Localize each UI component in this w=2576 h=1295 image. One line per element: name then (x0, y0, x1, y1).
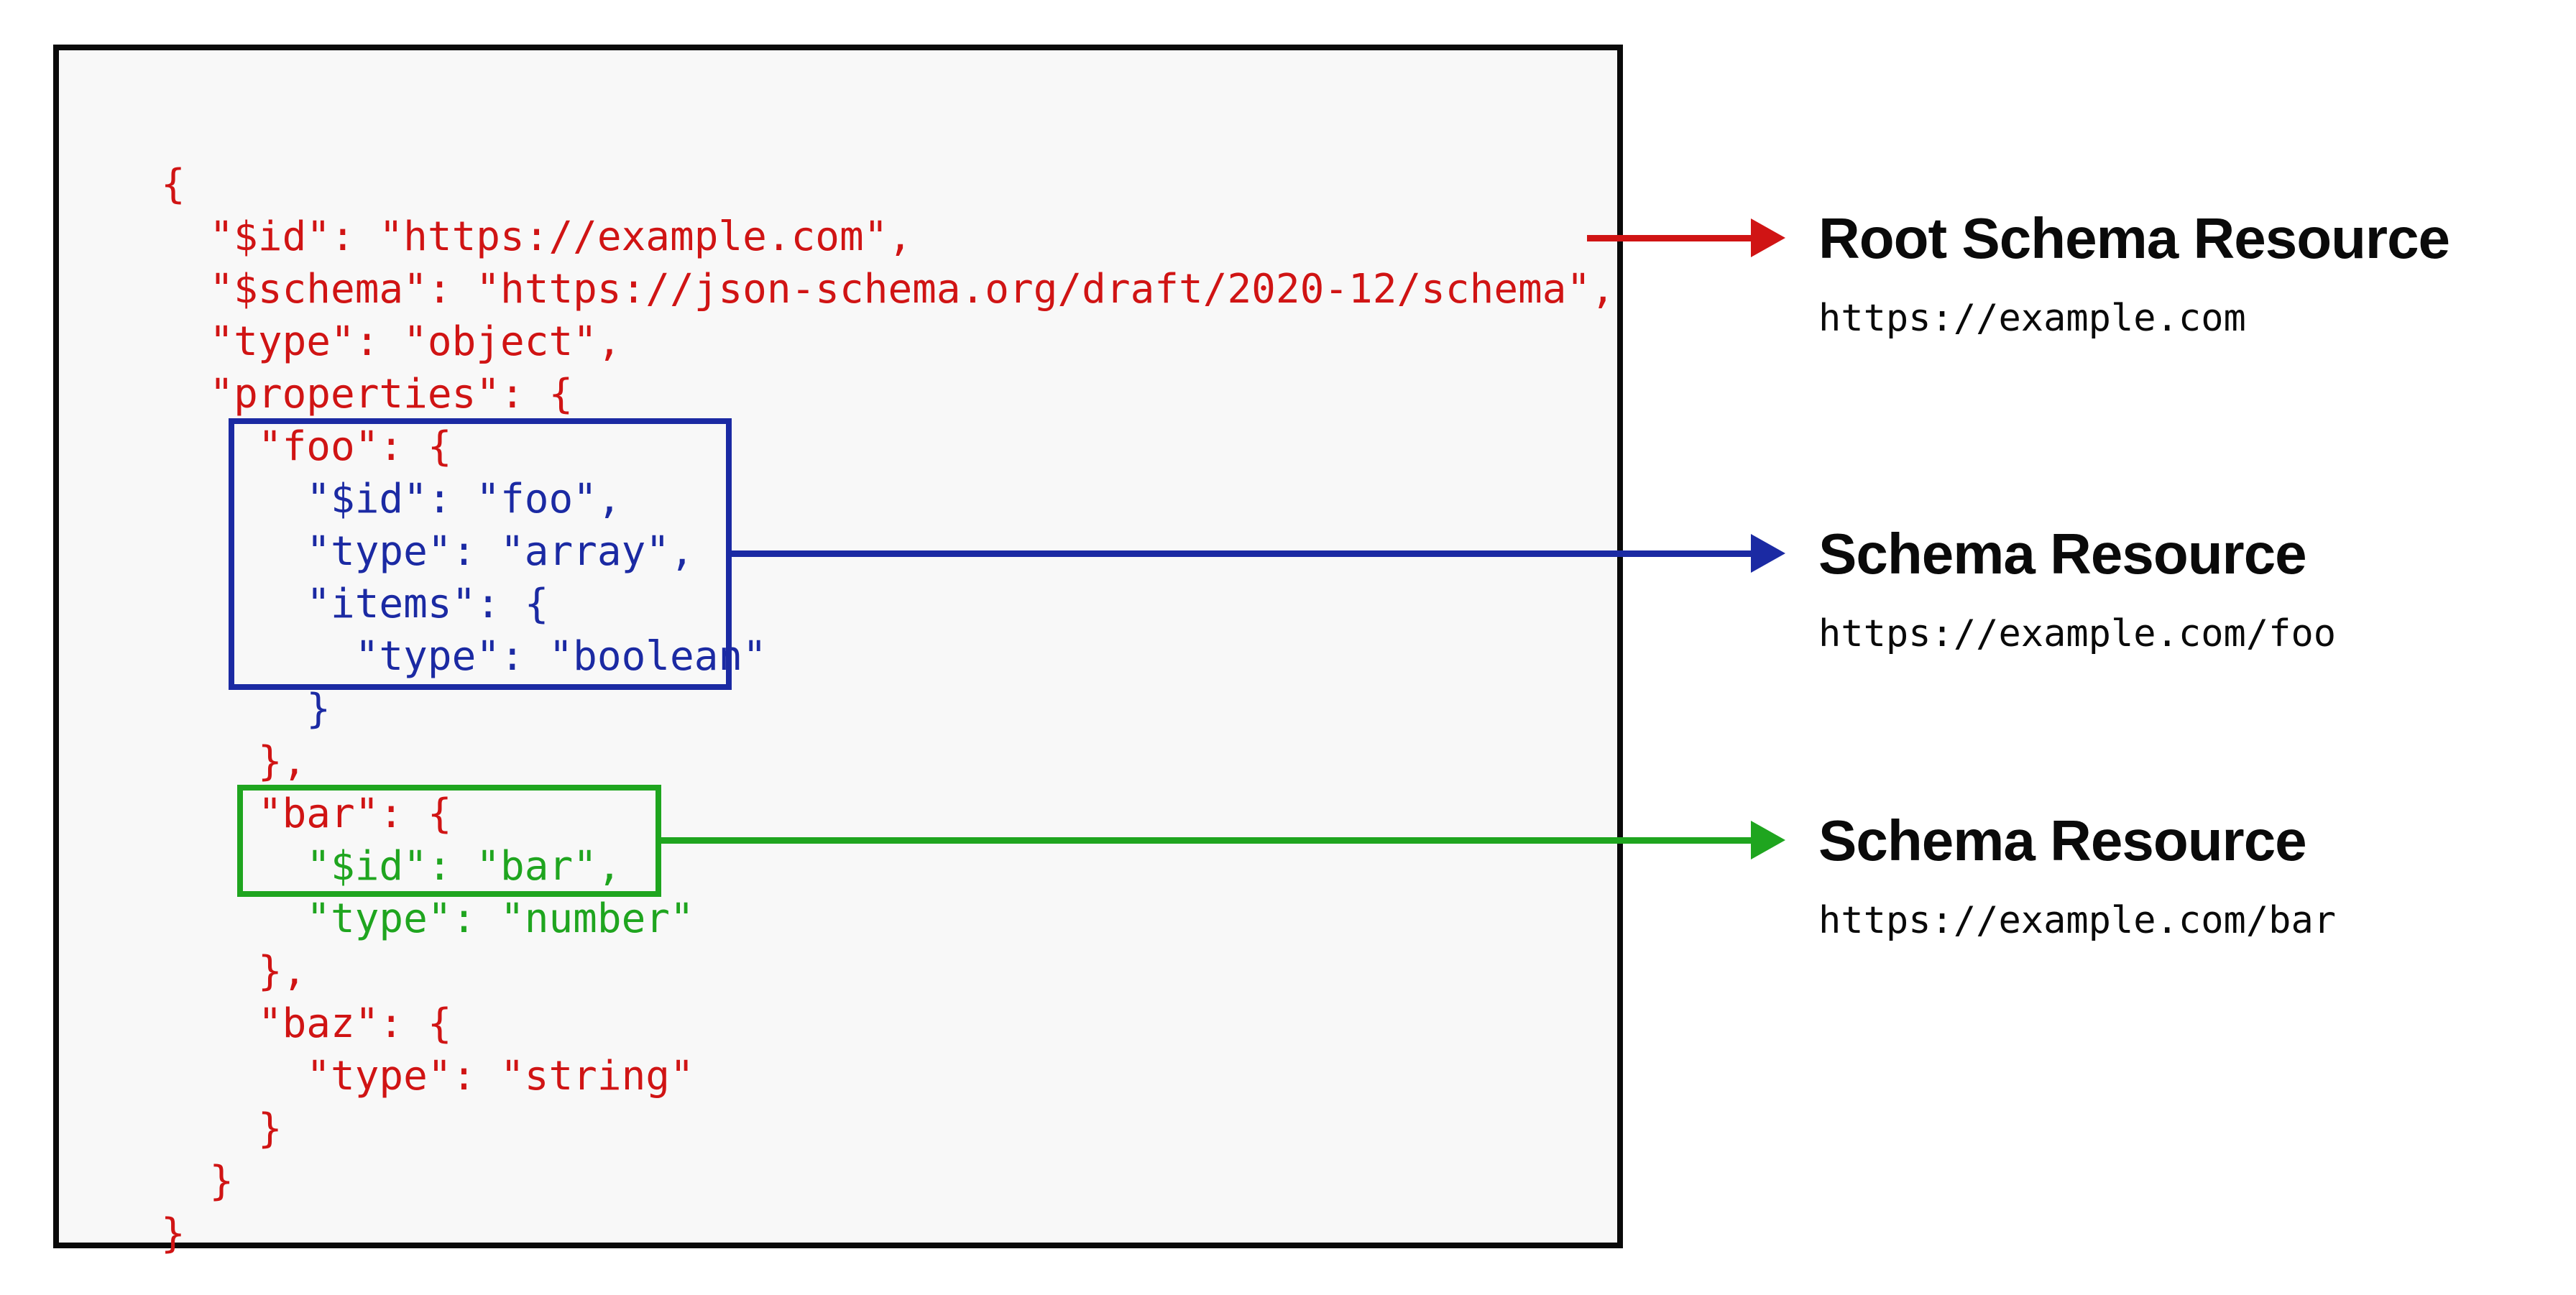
annotation-url: https://example.com (1818, 297, 2246, 340)
arrow-head-icon (1751, 534, 1785, 573)
code-line: }, (161, 738, 307, 785)
foo-schema-resource-box (229, 418, 732, 690)
arrow-head-icon (1751, 218, 1785, 257)
code-line: "type": "number" (161, 895, 694, 942)
code-line: "baz": { (161, 1000, 452, 1047)
code-line: "properties": { (161, 371, 574, 418)
code-line: "type": "array", (161, 528, 694, 575)
code-line: } (161, 1210, 185, 1257)
code-line: "$id": "bar", (161, 843, 622, 890)
annotation-title: Root Schema Resource (1818, 206, 2450, 270)
code-line: } (161, 686, 331, 732)
annotation-root-schema: Root Schema Resource https://example.com (1818, 204, 2450, 344)
code-line: "$id": "https://example.com", (161, 213, 913, 260)
code-line: "$id": "foo", (161, 476, 622, 522)
schema-code-panel: { "$id": "https://example.com", "$schema… (53, 45, 1623, 1257)
bar-schema-resource-box (237, 785, 661, 897)
code-line: "items": { (161, 581, 549, 627)
code-line: "type": "object", (161, 318, 622, 365)
code-line: "bar": { (161, 791, 452, 837)
annotation-url: https://example.com/foo (1818, 612, 2337, 655)
code-line: { (161, 161, 185, 208)
code-lines: { "$id": "https://example.com", "$schema… (161, 158, 1615, 1260)
annotation-title: Schema Resource (1818, 808, 2307, 872)
annotation-foo-schema: Schema Resource https://example.com/foo (1818, 520, 2336, 659)
arrow-line (1587, 235, 1751, 241)
code-line: }, (161, 948, 307, 995)
annotation-title: Schema Resource (1818, 522, 2307, 586)
code-line: "$schema": "https://json-schema.org/draf… (161, 266, 1615, 313)
arrow-head-icon (1751, 821, 1785, 860)
arrow-line (661, 837, 1751, 844)
code-line: } (161, 1105, 282, 1152)
arrow-line (732, 550, 1751, 557)
annotation-url: https://example.com/bar (1818, 899, 2337, 942)
code-line: } (161, 1158, 234, 1204)
code-line: "foo": { (161, 423, 452, 470)
annotation-bar-schema: Schema Resource https://example.com/bar (1818, 806, 2336, 946)
code-line: "type": "string" (161, 1053, 694, 1100)
